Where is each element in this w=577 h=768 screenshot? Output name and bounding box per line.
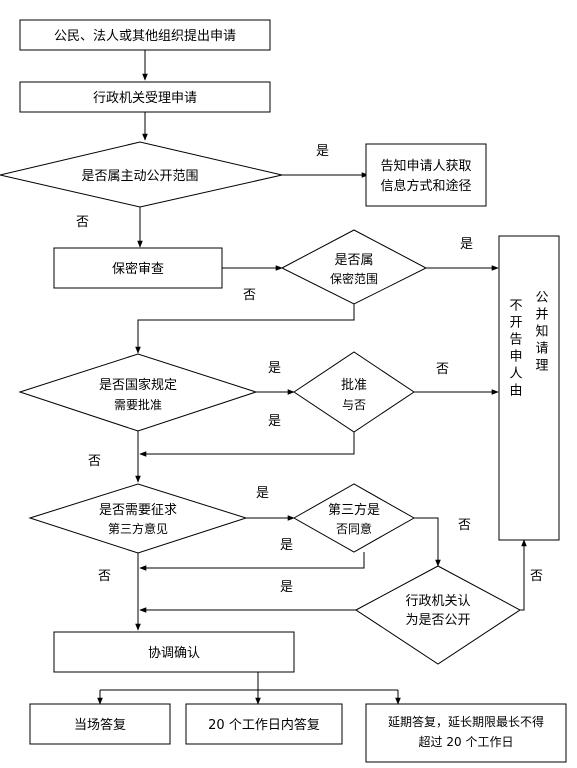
node-secret-question: 是否属 保密范围 [280, 229, 428, 305]
node-secrecy-review-text: 保密审查 [112, 261, 164, 277]
label-yes-secret: 是 [460, 237, 473, 252]
node-reply-spot-text: 当场答复 [74, 717, 126, 733]
label-yes-third-back: 是 [280, 538, 293, 553]
edge-third-back [139, 552, 365, 571]
node-reply-extend: 延期答复，延长期限最长不得 超过 20 个工作日 [365, 703, 567, 763]
node-approval-question: 是否国家规定 需要批准 [18, 353, 258, 432]
node-reply-extend-line1: 延期答复，延长期限最长不得 [388, 714, 544, 729]
node-reply-extend-line2: 超过 20 个工作日 [419, 734, 514, 749]
node-approval-question-line2: 需要批准 [114, 397, 162, 412]
edge-secretq-approvalq [135, 304, 355, 354]
node-inform-line1: 告知申请人获取 [380, 158, 471, 174]
node-inform: 告知申请人获取 信息方式和途径 [365, 143, 487, 207]
node-agency-question-line1: 行政机关认 [405, 594, 470, 609]
label-no-secrecy: 否 [76, 215, 89, 230]
node-consult-question-line2: 第三方意见 [108, 521, 168, 536]
label-yes-consult: 是 [256, 486, 269, 501]
node-third-agree: 第三方是 否同意 [292, 483, 416, 553]
node-coordinate: 协调确认 [53, 631, 295, 673]
node-inform-line2: 信息方式和途径 [380, 178, 471, 194]
edges [97, 50, 527, 705]
side-column-text-left: 不开告申人由 [507, 298, 523, 400]
node-approve: 批准 与否 [293, 351, 415, 433]
label-no-third: 否 [458, 518, 471, 533]
label-yes-agency-back: 是 [280, 580, 293, 595]
node-secrecy-review: 保密审查 [53, 247, 223, 289]
node-approval-question-line1: 是否国家规定 [99, 377, 177, 393]
side-column-text-right: 公并知请理 [533, 290, 549, 375]
node-consult-question-line1: 是否需要征求 [99, 503, 177, 518]
edge-approve-back [139, 432, 355, 457]
edge-third-agencyq [414, 517, 441, 567]
node-third-agree-line2: 否同意 [336, 521, 372, 536]
node-reply-20: 20 个工作日内答复 [185, 703, 343, 745]
node-proactive-question-text: 是否属主动公开范围 [81, 169, 198, 184]
label-yes-approval: 是 [268, 361, 281, 376]
node-approve-line1: 批准 [341, 378, 367, 393]
node-secret-question-line2: 保密范围 [330, 271, 378, 286]
node-reply-20-text: 20 个工作日内答复 [208, 717, 320, 733]
node-submit: 公民、法人或其他组织提出申请 [19, 19, 271, 51]
edge-agencyq-side [520, 539, 527, 611]
node-accept-text: 行政机关受理申请 [93, 91, 197, 106]
label-no-approval-down: 否 [88, 454, 101, 469]
label-yes-inform: 是 [316, 144, 329, 159]
node-proactive-question: 是否属主动公开范围 [0, 141, 283, 208]
edge-labels: 是 否 是 否 是 否 是 否 是 否 是 否 是 否 [76, 144, 543, 595]
node-coordinate-text: 协调确认 [148, 646, 200, 661]
node-consult-question: 是否需要征求 第三方意见 [28, 483, 248, 554]
label-yes-approve-back: 是 [268, 414, 281, 429]
node-secret-question-line1: 是否属 [334, 253, 373, 268]
node-approve-line2: 与否 [342, 398, 366, 412]
label-no-agency-side: 否 [530, 569, 543, 584]
node-side-column: 不开告申人由 公并知请理 [498, 235, 560, 541]
node-reply-spot: 当场答复 [29, 703, 171, 745]
label-no-consult-down: 否 [98, 569, 111, 584]
label-no-secret: 否 [243, 288, 256, 303]
node-third-agree-line1: 第三方是 [328, 502, 380, 518]
label-no-approve-side: 否 [436, 362, 449, 377]
node-agency-question: 行政机关认 为是否公开 [355, 565, 521, 665]
node-submit-text: 公民、法人或其他组织提出申请 [54, 28, 236, 44]
node-accept: 行政机关受理申请 [19, 81, 271, 113]
node-agency-question-line2: 为是否公开 [405, 613, 470, 628]
